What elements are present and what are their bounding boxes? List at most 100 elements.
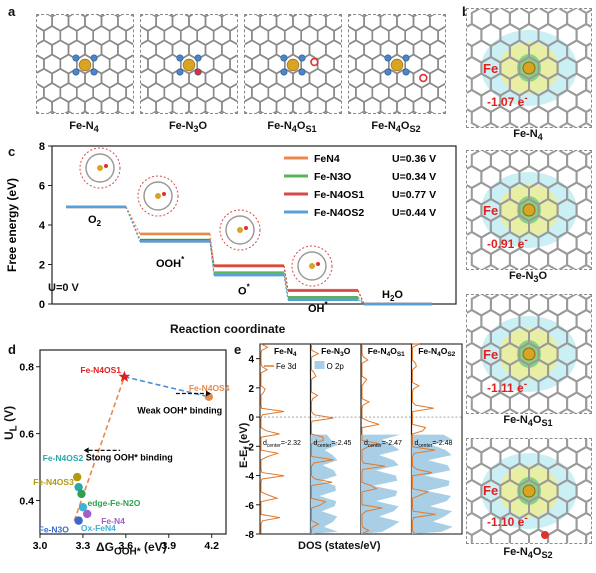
- legend-o2p-swatch: [314, 361, 325, 369]
- caption-b-3: Fe-N4OS1: [503, 414, 553, 429]
- nitrogen-atom: [72, 54, 80, 62]
- charge-density-fe-n4os2: Fe -1.10 e-: [461, 429, 596, 553]
- hex-ring: [528, 105, 550, 130]
- charge-density-graphic: [461, 429, 596, 553]
- hex-ring: [316, 110, 335, 132]
- hex-ring: [251, 110, 270, 132]
- charge-label: -1.10 e-: [487, 513, 528, 529]
- hex-ring: [59, 110, 78, 132]
- x-tick-label: 4.2: [204, 540, 219, 552]
- y-tick-label: 0.4: [19, 496, 34, 508]
- hex-ring: [188, 10, 207, 32]
- hex-ring: [547, 105, 569, 130]
- point-label: Fe-N4: [101, 516, 125, 526]
- y-tick-label: 2: [248, 384, 254, 395]
- y-tick-label: -8: [245, 530, 254, 541]
- hex-ring: [437, 110, 456, 132]
- iron-atom: [522, 347, 536, 361]
- data-point: [74, 516, 83, 525]
- lattice-graphic: [322, 0, 481, 132]
- transition-line: [357, 299, 365, 305]
- hex-ring: [234, 110, 253, 132]
- hex-ring: [300, 110, 319, 132]
- step-label: O*: [238, 282, 251, 297]
- dos-column-title: Fe-N4OS2: [418, 346, 455, 358]
- hex-ring: [470, 429, 492, 454]
- weak-arrow-head: [205, 390, 211, 397]
- nitrogen-atom: [298, 54, 306, 62]
- legend-potential: U=0.34 V: [392, 171, 436, 183]
- transition-line: [357, 296, 365, 305]
- hex-ring: [420, 110, 439, 132]
- metal-label: Fe: [483, 203, 499, 218]
- data-point: [83, 509, 92, 519]
- inset-lattice: [143, 181, 173, 211]
- hex-ring: [585, 528, 596, 553]
- oxygen-atom: [316, 262, 320, 266]
- inset-lattice: [85, 153, 115, 183]
- strong-arrow-head: [83, 447, 89, 454]
- point-label: Ox-FeN4: [81, 523, 116, 533]
- chart-e-xlabel: DOS (states/eV): [298, 540, 381, 552]
- hex-ring: [585, 247, 596, 272]
- data-point-star: [118, 370, 131, 382]
- caption-b-2: Fe-N3O: [508, 270, 548, 285]
- point-label: Fe-N3O: [39, 525, 70, 535]
- charge-label: -0.91 e-: [487, 235, 528, 251]
- hex-ring: [259, 96, 278, 118]
- chart-d-ylabel: UL (V): [2, 405, 20, 440]
- chart-c-xlabel: Reaction coordinate: [170, 322, 286, 336]
- iron-atom: [522, 484, 536, 498]
- x-tick-label: 3.0: [33, 540, 48, 552]
- nitrogen-atom: [280, 54, 288, 62]
- y-tick-label: 0: [39, 299, 45, 311]
- hex-ring: [387, 110, 407, 132]
- caption-a-2: Fe-N3O: [168, 120, 208, 135]
- hex-ring: [221, 96, 240, 118]
- transition-line: [283, 265, 289, 291]
- hex-ring: [171, 96, 190, 118]
- nitrogen-atom: [176, 68, 184, 76]
- hex-ring: [51, 96, 70, 118]
- hex-ring: [84, 96, 103, 118]
- hex-ring: [470, 247, 492, 272]
- y-tick-label: -4: [245, 472, 254, 483]
- hex-ring: [196, 110, 215, 132]
- lattice-graphic: [114, 0, 273, 132]
- weak-binding-annotation: Weak OOH* binding: [137, 406, 222, 416]
- panel-d-label: d: [8, 342, 16, 357]
- hex-ring: [108, 110, 127, 132]
- hex-ring: [275, 96, 294, 118]
- chart-d-xlabel: ΔGOOH* (eV): [96, 540, 167, 558]
- data-point: [73, 472, 82, 482]
- oxygen-atom: [194, 68, 202, 76]
- hex-ring: [412, 10, 431, 32]
- data-point: [74, 482, 83, 492]
- iron-atom: [182, 58, 196, 72]
- hex-ring: [51, 10, 70, 32]
- caption-b-1: Fe-N4: [513, 128, 543, 143]
- iron-atom: [155, 193, 161, 199]
- x-tick-label: 3.3: [76, 540, 91, 552]
- fe3d-dos-line: [412, 343, 436, 534]
- plot-frame: [39, 349, 227, 535]
- point-label: Fe-N4OS4: [189, 383, 230, 393]
- point-label: Fe-N4OS2: [43, 453, 84, 463]
- structure-fe-n3o: [114, 0, 273, 132]
- step-label: OH*: [308, 300, 329, 315]
- oxygen-atom: [310, 57, 319, 67]
- transition-line: [209, 233, 215, 266]
- data-point: [78, 503, 88, 512]
- legend-potential: U=0.44 V: [392, 207, 436, 219]
- fe3d-dos-line: [260, 343, 285, 534]
- hex-ring: [204, 10, 223, 32]
- caption-a-4: Fe-N4OS2: [371, 120, 421, 135]
- dos-column-title: Fe-N3O: [321, 346, 351, 358]
- hex-ring: [212, 110, 231, 132]
- nitrogen-atom: [90, 68, 98, 76]
- hex-ring: [585, 105, 596, 130]
- metal-label: Fe: [483, 483, 499, 498]
- hex-ring: [34, 96, 53, 118]
- hex-ring: [67, 96, 86, 118]
- inset-lattice: [297, 251, 327, 281]
